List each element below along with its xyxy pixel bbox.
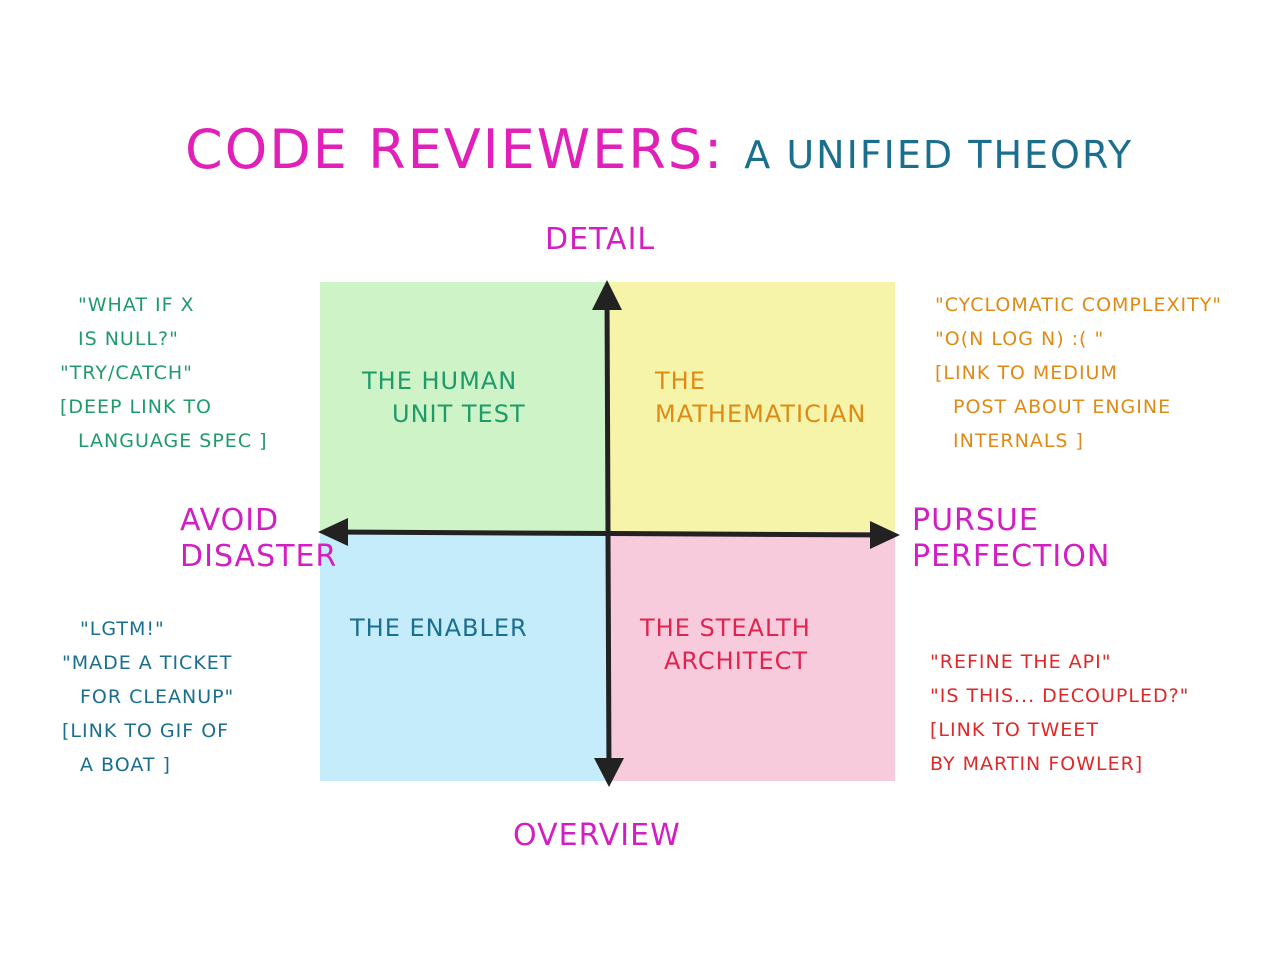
axis-label-avoid-disaster: AVOID DISASTER [180, 503, 337, 575]
quotes-top-left: "WHAT IF X IS NULL?" "TRY/CATCH" [DEEP L… [60, 288, 268, 458]
quote-line: BY MARTIN FOWLER] [930, 753, 1144, 775]
quote-line: IS NULL?" [78, 328, 179, 350]
quadrant-name-line: MATHEMATICIAN [655, 400, 867, 428]
quote-line: "IS THIS... DECOUPLED?" [930, 685, 1190, 707]
quote-line: "MADE A TICKET [62, 652, 233, 674]
quote-line: "LGTM!" [80, 618, 165, 640]
quadrant-bottom-right [609, 532, 895, 781]
arrow-right-icon [870, 521, 900, 549]
diagram-title: CODE REVIEWERS: A UNIFIED THEORY [185, 118, 1131, 188]
title-subtitle: A UNIFIED THEORY [744, 133, 1134, 177]
axis-label-line: PERFECTION [912, 539, 1111, 574]
quote-line: "O(n log n) :( " [935, 328, 1105, 350]
quote-line: "TRY/CATCH" [60, 362, 193, 384]
quadrant-name-stealth-architect: THE STEALTH ARCHITECT [640, 612, 870, 678]
quote-line: LANGUAGE SPEC ] [78, 430, 268, 452]
axis-label-pursue-perfection: PURSUE PERFECTION [912, 503, 1110, 575]
axis-label-detail: DETAIL [545, 222, 656, 257]
quadrant-name-line: THE STEALTH [640, 614, 811, 642]
quadrant-top-right [609, 282, 895, 532]
quadrant-top-left [320, 282, 609, 532]
quadrant-name-line: ARCHITECT [664, 647, 809, 675]
axis-label-line: PURSUE [912, 503, 1039, 538]
horizontal-axis-line [327, 529, 893, 538]
quadrant-name-line: THE [655, 367, 706, 395]
arrow-left-icon [318, 518, 348, 546]
axis-label-overview: OVERVIEW [513, 818, 681, 853]
axis-label-line: DISASTER [180, 539, 338, 574]
quote-line: [DEEP LINK TO [60, 396, 213, 418]
quote-line: "WHAT IF X [78, 294, 195, 316]
quadrant-name-human-unit-test: THE HUMAN UNIT TEST [362, 365, 582, 431]
quote-line: "REFINE THE API" [930, 651, 1112, 673]
quote-line: POST ABOUT ENGINE [953, 396, 1172, 418]
quote-line: "CYCLOMATIC COMPLEXITY" [935, 294, 1223, 316]
title-main: CODE REVIEWERS: [185, 118, 725, 181]
quote-line: FOR CLEANUP" [80, 686, 235, 708]
quotes-bottom-left: "LGTM!" "MADE A TICKET FOR CLEANUP" [LIN… [62, 612, 234, 782]
quote-line: [LINK TO GIF OF [62, 720, 230, 742]
quote-line: [LINK TO TWEET [930, 719, 1099, 741]
arrow-down-icon [594, 758, 624, 787]
quadrant-name-line: THE ENABLER [350, 614, 528, 642]
quote-line: A BOAT ] [80, 754, 171, 776]
quadrant-name-line: THE HUMAN [362, 367, 518, 395]
quadrant-bottom-left [320, 532, 609, 781]
quote-line: INTERNALS ] [953, 430, 1084, 452]
axis-label-line: AVOID [180, 503, 280, 538]
quote-line: [LINK TO MEDIUM [935, 362, 1118, 384]
quotes-bottom-right: "REFINE THE API" "IS THIS... DECOUPLED?"… [930, 645, 1189, 781]
quadrant-name-mathematician: THE MATHEMATICIAN [655, 365, 885, 431]
quadrant-name-enabler: THE ENABLER [350, 612, 528, 645]
quadrant-name-line: UNIT TEST [392, 400, 526, 428]
quotes-top-right: "CYCLOMATIC COMPLEXITY" "O(n log n) :( "… [935, 288, 1222, 458]
arrow-up-icon [592, 280, 622, 310]
